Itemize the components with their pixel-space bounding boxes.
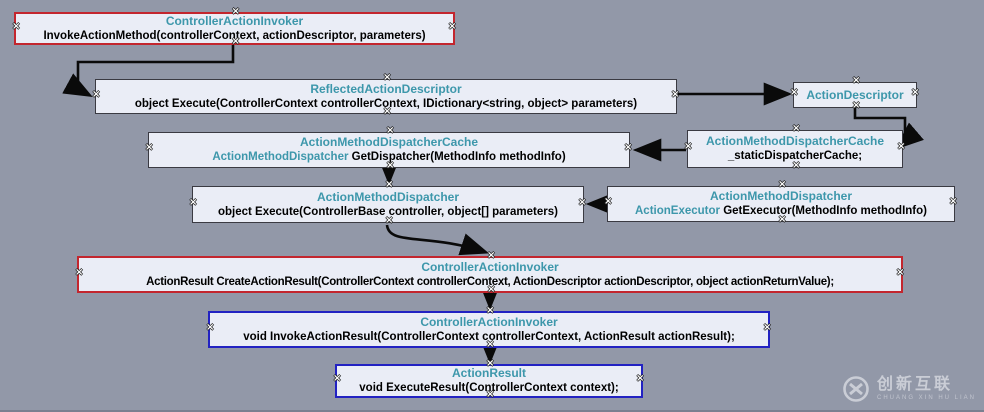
selection-handle[interactable]: [386, 126, 394, 135]
selection-handle[interactable]: [333, 374, 341, 383]
node-dispatcher-execute[interactable]: ActionMethodDispatcher object Execute(Co…: [189, 180, 586, 225]
selection-handle[interactable]: [684, 142, 692, 151]
selection-handle[interactable]: [636, 374, 644, 383]
arrow-invoke-to-reflected[interactable]: [62, 45, 235, 98]
selection-handle[interactable]: [790, 88, 798, 97]
selection-handle[interactable]: [92, 90, 100, 99]
node-title: ActionMethodDispatcher: [316, 189, 459, 204]
node-title: ActionMethodDispatcher: [709, 189, 852, 203]
selection-handle[interactable]: [385, 180, 393, 189]
selection-handle[interactable]: [75, 268, 83, 277]
selection-handle[interactable]: [206, 323, 214, 332]
node-create-action-result[interactable]: ControllerActionInvoker ActionResult Cre…: [75, 251, 904, 294]
node-title: ActionDescriptor: [806, 87, 904, 102]
node-reflected-execute[interactable]: ReflectedActionDescriptor object Execute…: [92, 73, 679, 116]
watermark-subtext: CHUANG XIN HU LIAN: [876, 395, 976, 401]
node-title: ReflectedActionDescriptor: [310, 81, 462, 96]
node-body: object Execute(ControllerBase controller…: [218, 205, 558, 218]
selection-handle[interactable]: [852, 76, 860, 85]
node-title: ControllerActionInvoker: [421, 259, 559, 274]
selection-handle[interactable]: [604, 197, 612, 206]
watermark: 创新互联 CHUANG XIN HU LIAN: [841, 374, 976, 404]
selection-handle[interactable]: [232, 7, 240, 16]
selection-handle[interactable]: [145, 143, 153, 152]
selection-handle[interactable]: [911, 88, 919, 97]
selection-handle[interactable]: [486, 340, 494, 349]
selection-handle[interactable]: [486, 306, 494, 315]
node-body: ActionExecutor GetExecutor(MethodInfo me…: [635, 205, 927, 217]
selection-handle[interactable]: [448, 22, 456, 31]
selection-handle[interactable]: [386, 161, 394, 170]
node-title: ActionMethodDispatcherCache: [705, 134, 885, 148]
selection-handle[interactable]: [896, 268, 904, 277]
selection-handle[interactable]: [897, 142, 905, 151]
node-body: ActionResult CreateActionResult(Controll…: [146, 275, 834, 288]
selection-handle[interactable]: [792, 161, 800, 170]
selection-handle[interactable]: [778, 180, 786, 189]
selection-handle[interactable]: [852, 101, 860, 110]
node-body: object Execute(ControllerContext control…: [134, 97, 638, 110]
arrow-execute-to-createactionresult[interactable]: [385, 224, 490, 256]
node-execute-result[interactable]: ActionResult void ExecuteResult(Controll…: [333, 359, 644, 399]
selection-handle[interactable]: [792, 124, 800, 133]
selection-handle[interactable]: [578, 198, 586, 207]
node-invoke-action-result[interactable]: ControllerActionInvoker void InvokeActio…: [206, 306, 771, 349]
selection-handle[interactable]: [486, 390, 494, 399]
node-get-dispatcher[interactable]: ActionMethodDispatcherCache ActionMethod…: [145, 126, 632, 170]
node-get-executor[interactable]: ActionMethodDispatcher ActionExecutor Ge…: [604, 180, 957, 224]
selection-handle[interactable]: [487, 251, 495, 260]
selection-handle[interactable]: [486, 359, 494, 368]
node-invoke-action-method[interactable]: ControllerActionInvoker InvokeActionMeth…: [12, 7, 456, 46]
selection-handle[interactable]: [949, 197, 957, 206]
node-title: ActionResult: [451, 366, 526, 380]
selection-handle[interactable]: [12, 22, 20, 31]
node-body: ActionMethodDispatcher GetDispatcher(Met…: [212, 151, 566, 163]
node-action-descriptor[interactable]: ActionDescriptor: [790, 76, 919, 110]
node-body: _staticDispatcherCache;: [727, 150, 863, 162]
selection-handle[interactable]: [189, 198, 197, 207]
selection-handle[interactable]: [232, 37, 240, 46]
selection-handle[interactable]: [383, 107, 391, 116]
selection-handle[interactable]: [383, 73, 391, 82]
selection-handle[interactable]: [487, 285, 495, 294]
bottom-edge-strip: [0, 410, 984, 412]
node-body: void ExecuteResult(ControllerContext con…: [359, 382, 619, 394]
selection-handle[interactable]: [763, 323, 771, 332]
node-title: ActionMethodDispatcherCache: [299, 135, 479, 149]
selection-handle[interactable]: [778, 215, 786, 224]
selection-handle[interactable]: [671, 90, 679, 99]
selection-handle[interactable]: [624, 143, 632, 152]
node-static-dispatcher-cache[interactable]: ActionMethodDispatcherCache _staticDispa…: [684, 124, 905, 170]
watermark-brand: 创新互联: [876, 376, 953, 393]
selection-handle[interactable]: [385, 216, 393, 225]
node-title: ControllerActionInvoker: [420, 314, 558, 329]
node-title: ControllerActionInvoker: [165, 13, 304, 28]
watermark-logo-icon: [843, 376, 869, 402]
